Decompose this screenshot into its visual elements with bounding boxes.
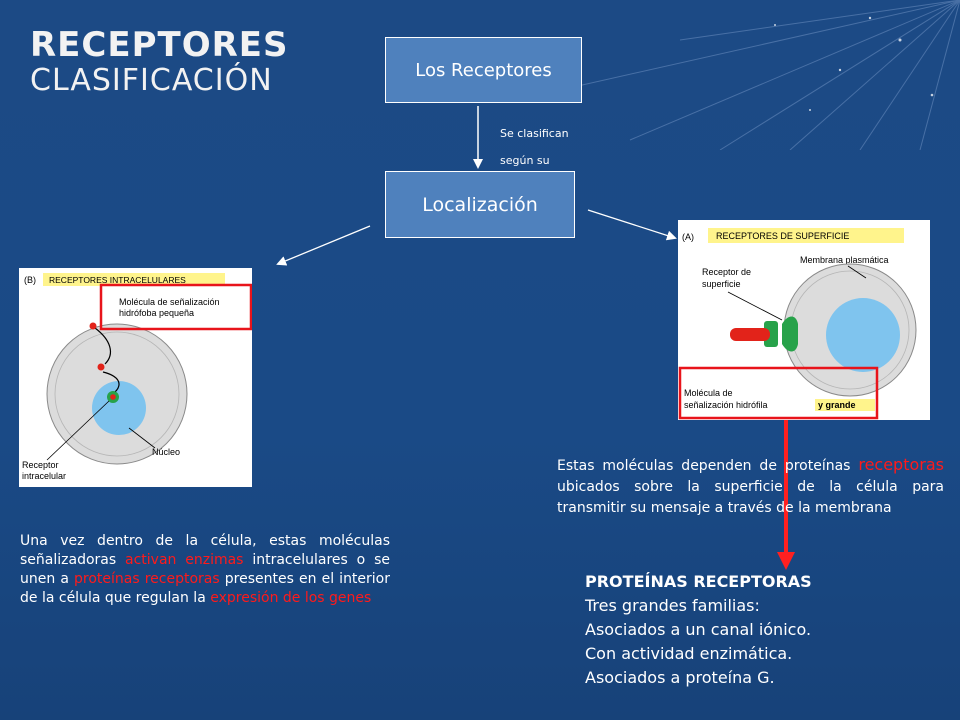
panel-surface-receptors: (A) RECEPTORES DE SUPERFICIE Membrana pl…	[678, 220, 930, 420]
nucleus-leader-line	[128, 427, 156, 449]
sparkle-decoration	[560, 0, 960, 150]
highlight-expresion-genes: expresión de los genes	[210, 590, 372, 606]
panel-a-header-band	[708, 228, 904, 243]
receptor-leader-line-a	[727, 291, 783, 321]
paragraph-surface-text-2: ubicados sobre la superficie de la célul…	[557, 479, 944, 516]
receptor-families: PROTEÍNAS RECEPTORAS Tres grandes famili…	[585, 570, 812, 690]
node-localizacion: Localización	[385, 171, 575, 238]
panel-a-receptor-label-2: superficie	[702, 279, 741, 289]
panel-a-header-label: RECEPTORES DE SUPERFICIE	[716, 231, 849, 241]
highlight-receptoras: receptoras	[858, 455, 944, 474]
families-title: PROTEÍNAS RECEPTORAS	[585, 572, 812, 591]
highlight-proteinas-receptoras: proteínas receptoras	[74, 571, 220, 587]
panel-a-header: (A)	[682, 232, 694, 242]
title-line-2: CLASIFICACIÓN	[30, 63, 273, 98]
panel-a-molecule-label-1: Molécula de	[684, 388, 733, 398]
edge-label-line-1: Se clasifican	[500, 127, 569, 140]
families-item: Tres grandes familias:	[585, 596, 760, 615]
paragraph-surface-text-1: Estas moléculas dependen de proteínas	[557, 458, 859, 474]
highlight-box-hydrophilic	[678, 366, 879, 420]
families-item: Asociados a un canal iónico.	[585, 620, 812, 639]
panel-b-header: (B)	[24, 275, 36, 285]
signal-molecule-inside	[97, 363, 105, 371]
edge-label: Se clasifican según su	[500, 120, 569, 174]
paragraph-intracellular-text-2: intracelulares o se unen a	[20, 552, 390, 587]
panel-a-receptor-label-1: Receptor de	[702, 267, 751, 277]
paragraph-intracellular-text-1: Una vez dentro de la célula, estas moléc…	[20, 533, 390, 568]
paragraph-surface: Estas moléculas dependen de proteínas re…	[557, 454, 944, 519]
nucleus-surface	[826, 298, 900, 372]
paragraph-intracellular-text-3: presentes en el interior de la célula qu…	[20, 571, 391, 606]
nucleus-label: Núcleo	[152, 447, 180, 457]
edge-label-line-2: según su	[500, 154, 550, 167]
panel-a-molecule-suffix: y grande	[818, 400, 856, 410]
panel-a-molecule-label-2: señalización hidrófila	[684, 400, 768, 410]
molecule-suffix-band	[815, 399, 875, 411]
membrane-leader-line	[847, 265, 867, 279]
panel-b-header-band	[43, 273, 225, 286]
surface-receptor-shape	[782, 316, 798, 352]
families-item: Asociados a proteína G.	[585, 668, 775, 687]
surface-receptor-cap	[764, 321, 778, 347]
receptor-leader-line	[46, 400, 110, 461]
highlight-activan-enzimas: activan enzimas	[125, 552, 244, 568]
hydrophilic-signal-molecule	[730, 328, 770, 341]
arrow-right	[587, 209, 677, 241]
panel-b-receptor-label-1: Receptor	[22, 460, 59, 470]
paragraph-intracellular: Una vez dentro de la célula, estas moléc…	[20, 532, 390, 608]
molecule-path-1	[94, 327, 112, 365]
signal-molecule-outside	[89, 322, 97, 330]
panel-intracellular-receptors: (B) RECEPTORES INTRACELULARES Molécula d…	[19, 268, 252, 487]
panel-b-molecule-label-1: Molécula de señalización	[119, 297, 220, 307]
nucleus	[92, 381, 146, 435]
intracellular-figure: (B) RECEPTORES INTRACELULARES Molécula d…	[22, 273, 252, 481]
bound-molecule	[110, 394, 116, 400]
surface-figure: (A) RECEPTORES DE SUPERFICIE Membrana pl…	[678, 228, 917, 420]
panel-b-header-label: RECEPTORES INTRACELULARES	[49, 275, 186, 285]
node-los-receptores: Los Receptores	[385, 37, 582, 103]
molecule-path-2	[102, 371, 120, 393]
slide-title: RECEPTORES CLASIFICACIÓN	[30, 26, 289, 98]
highlight-box-molecule	[99, 283, 252, 331]
arrow-left	[276, 225, 371, 266]
title-line-1: RECEPTORES	[30, 25, 289, 65]
panel-b-molecule-label-2: hidrófoba pequeña	[119, 308, 194, 318]
cell-inner-ring	[54, 331, 180, 457]
panel-b-receptor-label-2: intracelular	[22, 471, 66, 481]
membrane-label: Membrana plasmática	[800, 255, 889, 265]
families-item: Con actividad enzimática.	[585, 644, 793, 663]
